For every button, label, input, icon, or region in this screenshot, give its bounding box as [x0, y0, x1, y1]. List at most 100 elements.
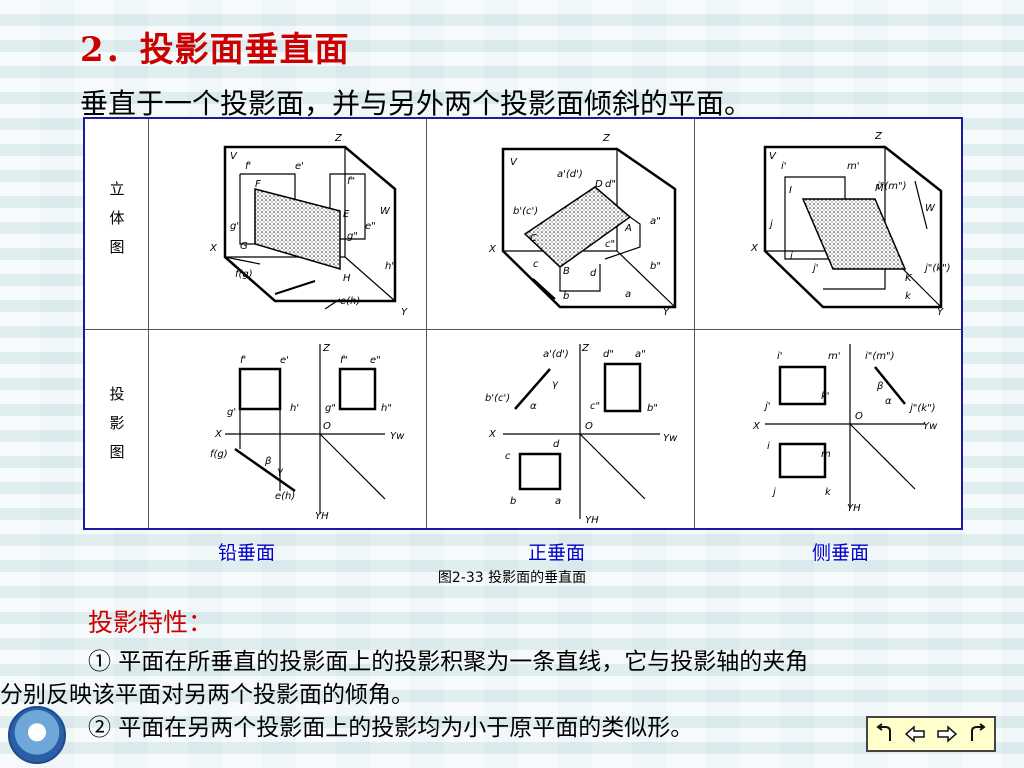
svg-text:e': e' — [295, 161, 304, 172]
svg-text:Yw: Yw — [663, 433, 678, 444]
page-subtitle: 垂直于一个投影面，并与另外两个投影面倾斜的平面。 — [80, 87, 753, 120]
caption-profile-vertical: 侧垂面 — [812, 542, 870, 564]
svg-text:m': m' — [828, 351, 841, 362]
property-2: ② 平面在另两个投影面上的投影均为小于原平面的类似形。 — [88, 715, 694, 741]
svg-text:a'(d'): a'(d') — [543, 349, 569, 360]
svg-text:j: j — [768, 219, 773, 230]
svg-text:i': i' — [777, 351, 783, 362]
svg-text:j': j' — [811, 263, 819, 274]
svg-text:W: W — [925, 203, 936, 214]
svg-text:g": g" — [325, 403, 336, 414]
property-1-continued: 分别反映该平面对另两个投影面的倾角。 — [0, 682, 414, 708]
svg-text:b": b" — [650, 261, 661, 272]
last-slide-button[interactable] — [964, 720, 992, 748]
svg-text:A: A — [624, 223, 632, 234]
figure-caption: 图2-33 投影面的垂直面 — [437, 570, 587, 586]
row-label-projection: 投影图 — [107, 386, 126, 473]
svg-text:V: V — [769, 151, 777, 162]
school-logo-icon — [8, 706, 66, 764]
svg-text:W: W — [380, 206, 391, 217]
svg-text:β: β — [264, 456, 272, 467]
svg-text:e(h): e(h) — [275, 491, 295, 502]
divider — [85, 329, 961, 330]
svg-text:b'(c'): b'(c') — [513, 206, 538, 217]
svg-text:I: I — [789, 185, 792, 196]
svg-text:m: m — [821, 449, 831, 460]
svg-text:M: M — [875, 183, 884, 194]
svg-text:Z: Z — [334, 133, 343, 144]
svg-text:c: c — [505, 451, 511, 462]
svg-text:f': f' — [245, 161, 251, 172]
svg-text:K: K — [905, 273, 913, 284]
svg-text:c": c" — [605, 239, 615, 250]
svg-text:O: O — [585, 421, 593, 432]
svg-text:e": e" — [365, 221, 376, 232]
svg-text:i"(m"): i"(m") — [877, 181, 907, 192]
svg-text:f": f" — [347, 176, 355, 187]
next-slide-button[interactable] — [933, 720, 961, 748]
svg-text:j: j — [771, 487, 776, 498]
svg-text:X: X — [214, 429, 223, 440]
svg-text:b: b — [510, 496, 516, 507]
svg-text:j"(k"): j"(k") — [908, 403, 936, 414]
svg-text:Yw: Yw — [390, 431, 405, 442]
svg-text:m': m' — [847, 161, 860, 172]
svg-text:f': f' — [240, 355, 246, 366]
svg-text:γ: γ — [552, 379, 559, 390]
divider — [148, 119, 149, 528]
svg-text:α: α — [530, 401, 537, 412]
svg-text:a": a" — [635, 349, 646, 360]
svg-text:X: X — [750, 243, 759, 254]
svg-text:g': g' — [230, 221, 239, 232]
svg-text:e': e' — [280, 355, 289, 366]
svg-text:Y: Y — [663, 307, 670, 318]
projection-figure: 立体图 投影图 — [83, 117, 963, 530]
svg-text:h": h" — [381, 403, 392, 414]
svg-text:i: i — [767, 441, 770, 452]
svg-text:YH: YH — [315, 511, 329, 522]
svg-text:C: C — [530, 233, 537, 244]
svg-text:Z: Z — [581, 343, 590, 354]
caption-frontal-vertical: 正垂面 — [528, 542, 586, 564]
caption-horizontal-vertical: 铅垂面 — [218, 542, 276, 564]
svg-text:i"(m"): i"(m") — [865, 351, 895, 362]
svg-text:d: d — [553, 439, 560, 450]
return-right-icon — [971, 723, 986, 741]
svg-text:YH: YH — [847, 503, 861, 514]
svg-text:F: F — [255, 179, 261, 190]
svg-text:a: a — [555, 496, 561, 507]
svg-text:a": a" — [650, 216, 661, 227]
svg-text:j': j' — [763, 401, 771, 412]
svg-text:V: V — [230, 151, 238, 162]
svg-text:i': i' — [781, 161, 787, 172]
svg-text:e": e" — [370, 355, 381, 366]
svg-text:c: c — [533, 259, 539, 270]
slide-navigation — [866, 716, 996, 752]
svg-text:Z: Z — [874, 131, 883, 142]
properties-heading: 投影特性： — [88, 608, 214, 637]
arrow-left-icon — [905, 725, 925, 743]
divider — [694, 119, 695, 528]
svg-text:k': k' — [821, 391, 830, 402]
svg-text:O: O — [323, 421, 331, 432]
first-slide-button[interactable] — [870, 720, 898, 748]
svg-text:B: B — [563, 266, 570, 277]
svg-text:Z: Z — [602, 133, 611, 144]
svg-text:g": g" — [347, 231, 358, 242]
svg-text:g': g' — [227, 407, 236, 418]
previous-slide-button[interactable] — [901, 720, 929, 748]
divider — [426, 119, 427, 528]
svg-text:f": f" — [340, 355, 348, 366]
svg-text:d": d" — [603, 349, 614, 360]
svg-text:f(g): f(g) — [210, 449, 228, 460]
svg-text:d": d" — [605, 179, 616, 190]
svg-text:a: a — [625, 289, 631, 300]
svg-text:Yw: Yw — [923, 421, 938, 432]
svg-text:γ: γ — [277, 466, 284, 477]
svg-text:e(h): e(h) — [340, 296, 360, 307]
svg-text:a'(d'): a'(d') — [557, 169, 583, 180]
svg-text:j"(k"): j"(k") — [923, 263, 951, 274]
svg-text:Z: Z — [322, 343, 331, 354]
svg-text:β: β — [876, 381, 884, 392]
